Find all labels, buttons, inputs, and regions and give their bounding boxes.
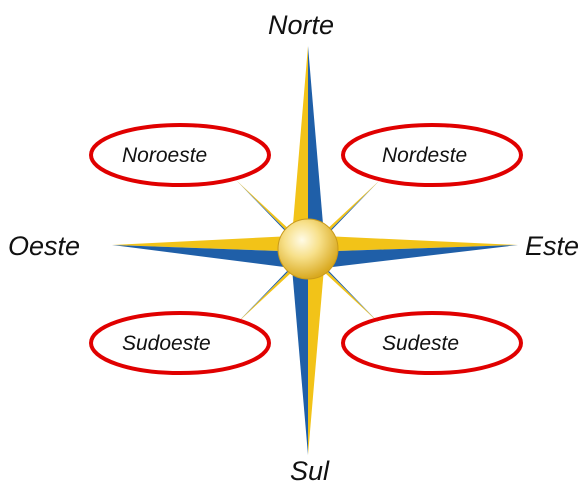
point-west-yellow	[112, 236, 308, 252]
point-south-blue	[292, 252, 308, 455]
label-este: Este	[525, 231, 580, 261]
label-sudeste: Sudeste	[382, 332, 460, 355]
ellipse-sudoeste	[89, 311, 271, 375]
ellipse-nordeste	[341, 123, 523, 187]
point-east-blue	[308, 245, 518, 268]
label-noroeste: Noroeste	[122, 144, 208, 167]
ellipse-noroeste	[89, 123, 271, 187]
point-north-blue	[308, 46, 324, 252]
label-sudoeste: Sudoeste	[122, 332, 211, 355]
label-nordeste: Nordeste	[382, 144, 468, 167]
point-west-blue	[112, 245, 308, 268]
point-east-yellow	[308, 236, 518, 252]
ellipse-sudeste	[341, 311, 523, 375]
label-oeste: Oeste	[8, 231, 81, 261]
label-sul: Sul	[290, 456, 330, 486]
label-norte: Norte	[268, 10, 335, 40]
compass-hub	[277, 218, 339, 280]
cardinal-points	[112, 46, 518, 455]
highlight-ellipses	[89, 123, 523, 375]
point-north-yellow	[292, 46, 308, 252]
point-south-yellow	[308, 252, 324, 455]
